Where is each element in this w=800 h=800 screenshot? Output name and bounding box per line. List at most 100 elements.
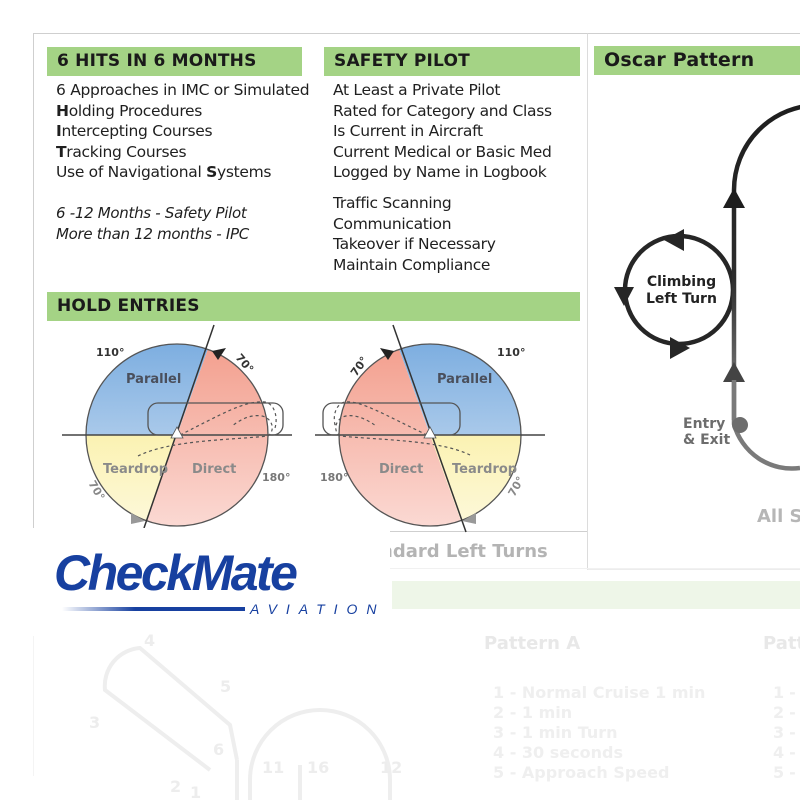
oscar-footer-text: All St xyxy=(757,506,800,527)
oscar-pattern-header: Oscar Pattern xyxy=(594,46,800,75)
faded-number: 1 xyxy=(190,783,201,800)
pattern-step: 3 - 1 min Turn xyxy=(493,723,618,742)
sector-direct xyxy=(338,349,461,527)
label-direct: Direct xyxy=(192,462,237,477)
duty-item: Communication xyxy=(333,214,452,233)
pattern-step: 1 - xyxy=(773,683,796,702)
loop-arrow-bottom xyxy=(670,337,690,359)
lower-panel-divider xyxy=(33,568,800,569)
label-parallel: Parallel xyxy=(126,372,182,387)
safety-pilot-header: SAFETY PILOT xyxy=(324,47,580,76)
sector-divider-line xyxy=(143,324,215,529)
sector-parallel xyxy=(399,343,522,435)
faded-number: 16 xyxy=(307,758,329,777)
angle-180: 180° xyxy=(320,471,349,484)
pattern-step: 2 - 1 min xyxy=(493,703,573,722)
faded-number: 2 xyxy=(170,777,181,796)
label-teardrop: Teardrop xyxy=(103,462,169,477)
logo-subtitle: AVIATION xyxy=(250,601,386,617)
climbing-left-turn-label: Climbing Left Turn xyxy=(646,274,717,307)
faded-pattern-loop xyxy=(102,645,239,772)
requirement-item: Logged by Name in Logbook xyxy=(333,163,547,181)
hits-list: 6 Approaches in IMC or Simulated Holding… xyxy=(56,80,310,183)
hits-item: Holding Procedures xyxy=(56,101,203,120)
pattern-step: 1 - Normal Cruise 1 min xyxy=(493,683,706,702)
hold-diagram-left-turns xyxy=(315,324,545,533)
hits-header: 6 HITS IN 6 MONTHS xyxy=(47,47,302,76)
entry-exit-label: Entry & Exit xyxy=(683,416,731,448)
direct-entry-path xyxy=(333,401,428,436)
hits-item: Tracking Courses xyxy=(56,142,187,161)
faded-panel-border xyxy=(33,636,34,776)
angle-110: 110° xyxy=(96,346,125,359)
arc-arrow-bottom xyxy=(462,513,476,524)
requirement-item: Is Current in Aircraft xyxy=(333,122,483,140)
logo-wordmark: CheckMate xyxy=(54,545,298,601)
aircraft-fix-marker xyxy=(423,426,437,439)
pattern-step: 5 - xyxy=(773,763,796,782)
hold-diagram-standard xyxy=(62,324,292,529)
sector-teardrop xyxy=(430,435,522,521)
sector-parallel xyxy=(85,343,208,435)
label-direct: Direct xyxy=(379,462,424,477)
angle-110: 110° xyxy=(497,346,526,359)
faded-number: 6 xyxy=(213,740,224,759)
track-arrow-upper xyxy=(723,188,745,208)
track-arrow-lower xyxy=(723,362,745,382)
arc-arrow-top xyxy=(380,348,394,360)
sector-direct xyxy=(146,349,269,527)
faded-number: 4 xyxy=(144,631,155,650)
pattern-step: 3 - xyxy=(773,723,796,742)
safety-pilot-duties: Traffic Scanning Communication Takeover … xyxy=(333,193,496,275)
safety-pilot-requirements: At Least a Private Pilot Rated for Categ… xyxy=(333,80,552,183)
hits-item: Intercepting Courses xyxy=(56,122,213,140)
teardrop-entry-path xyxy=(335,415,471,456)
loop-arrow-top xyxy=(664,229,684,251)
hits-item: Use of Navigational Systems xyxy=(56,163,272,181)
pattern-a-title: Pattern A xyxy=(484,633,581,654)
logo-underline xyxy=(62,607,245,611)
currency-notes: 6 -12 Months - Safety Pilot More than 12… xyxy=(56,203,249,244)
holding-racetrack xyxy=(322,402,461,436)
pattern-step: 4 - xyxy=(773,743,796,762)
label-parallel: Parallel xyxy=(437,372,493,387)
faded-section-header-bar xyxy=(392,581,800,609)
arc-arrow-top xyxy=(212,348,226,360)
requirement-item: Rated for Category and Class xyxy=(333,101,552,120)
entry-exit-point xyxy=(732,417,748,433)
hold-entries-caption: ndard Left Turns xyxy=(380,541,548,562)
teardrop-entry-path xyxy=(137,415,273,457)
hits-item: 6 Approaches in IMC or Simulated xyxy=(56,81,310,99)
hold-entries-header: HOLD ENTRIES xyxy=(47,292,580,321)
arc-arrow-bottom xyxy=(131,513,145,524)
pattern-step: 5 - Approach Speed xyxy=(493,763,670,782)
duty-item: Maintain Compliance xyxy=(333,255,491,274)
pattern-b-steps: 1 - 2 - 3 - 4 - 5 - xyxy=(773,683,796,783)
aircraft-fix-marker xyxy=(170,426,184,439)
pattern-step: 4 - 30 seconds xyxy=(493,743,623,762)
currency-note: 6 -12 Months - Safety Pilot xyxy=(56,204,247,222)
loop-arrow-left xyxy=(614,287,634,306)
duty-item: Traffic Scanning xyxy=(333,194,452,212)
direct-entry-path xyxy=(179,401,277,436)
sector-teardrop xyxy=(85,435,177,521)
oscar-main-track xyxy=(731,104,800,420)
faded-number: 5 xyxy=(220,677,231,696)
holding-racetrack xyxy=(147,402,284,436)
pattern-b-title: Patt xyxy=(763,633,800,654)
label-teardrop: Teardrop xyxy=(452,462,518,477)
faded-number: 11 xyxy=(262,758,284,777)
checkmate-logo: CheckMate AVIATION xyxy=(54,545,377,620)
requirement-item: Current Medical or Basic Med xyxy=(333,142,552,161)
currency-note: More than 12 months - IPC xyxy=(56,224,249,243)
faded-number: 3 xyxy=(89,713,100,732)
pattern-a-steps: 1 - Normal Cruise 1 min 2 - 1 min 3 - 1 … xyxy=(493,683,705,783)
requirement-item: At Least a Private Pilot xyxy=(333,81,501,99)
faded-pattern-arch xyxy=(248,708,392,800)
pattern-step: 2 - xyxy=(773,703,796,722)
logo-backdrop xyxy=(33,528,390,628)
faded-number: 12 xyxy=(380,758,402,777)
